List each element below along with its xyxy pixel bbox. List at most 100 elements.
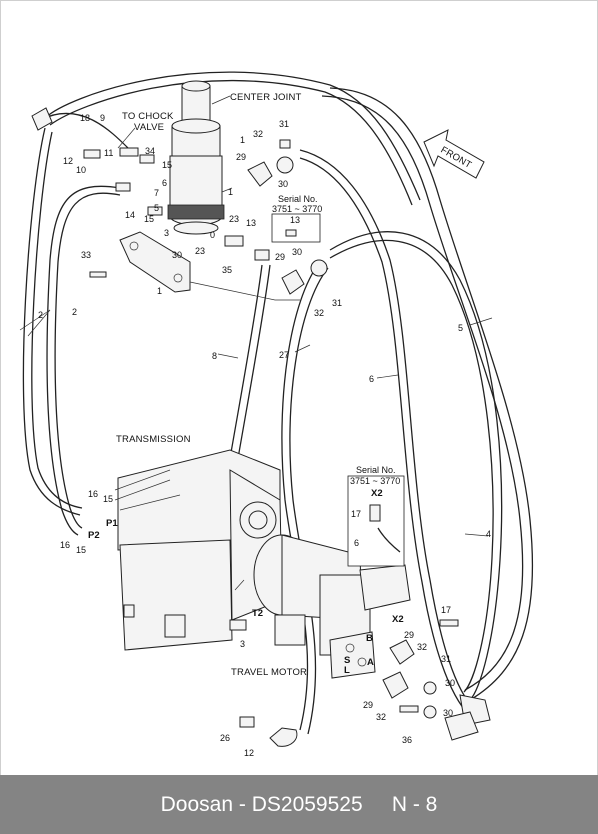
fittings-right xyxy=(224,139,328,295)
callout: 6 xyxy=(162,178,167,188)
serial-box-2 xyxy=(347,475,405,567)
callout: 15 xyxy=(162,160,172,170)
hose-2-inner xyxy=(49,79,413,206)
callout: 13 xyxy=(290,215,300,225)
center-joint-label: CENTER JOINT xyxy=(230,92,302,103)
hydraulic-diagram: CENTER JOINT TO CHOCK VALVE FRONT TRANSM… xyxy=(19,71,534,758)
callout: 31 xyxy=(441,654,451,664)
callout: 32 xyxy=(376,712,386,722)
callout: 14 xyxy=(125,210,135,220)
callout: 13 xyxy=(246,218,256,228)
callout: 3 xyxy=(240,639,245,649)
callout: 12 xyxy=(63,156,73,166)
hose-5-a xyxy=(329,87,534,701)
port-p2: P2 xyxy=(88,530,100,541)
callout: 5 xyxy=(458,323,463,333)
footer-page: N - 8 xyxy=(391,792,438,816)
port-t2: T2 xyxy=(252,608,263,619)
center-joint xyxy=(167,80,225,235)
fittings-lower-right xyxy=(382,619,459,719)
serial-2-range: 3751 ~ 3770 xyxy=(350,476,400,486)
callout: 5 xyxy=(154,203,159,213)
footer-bar: Doosan - DS2059525 N - 8 xyxy=(0,775,598,834)
callout: 4 xyxy=(486,529,491,539)
callout: 27 xyxy=(279,350,289,360)
hose-2-outer xyxy=(44,71,421,201)
footer-brand: Doosan xyxy=(160,792,234,816)
callout: 30 xyxy=(443,708,453,718)
callout: 26 xyxy=(220,733,230,743)
callout: 23 xyxy=(229,214,239,224)
serial-box-1 xyxy=(271,213,321,243)
callouts: 1 1 1 2 2 3 3 4 5 6 6 7 8 9 10 11 12 12 … xyxy=(38,113,491,758)
callout: 3 xyxy=(164,228,169,238)
hose-6-b xyxy=(299,157,471,717)
callout: 8 xyxy=(212,351,217,361)
fittings-left xyxy=(31,107,163,278)
callout: 30 xyxy=(172,250,182,260)
callout: 30 xyxy=(445,678,455,688)
callout: 6 xyxy=(369,374,374,384)
port-x2-top: X2 xyxy=(371,488,383,499)
callout: 7 xyxy=(154,188,159,198)
mount-bracket xyxy=(119,231,191,293)
hose-4-a xyxy=(329,231,503,701)
hose-27-a xyxy=(281,261,321,731)
callout: 35 xyxy=(222,265,232,275)
callout: 32 xyxy=(314,308,324,318)
hose-2-left-c xyxy=(46,185,121,536)
serial-2-label: Serial No. xyxy=(356,465,396,475)
port-p1: P1 xyxy=(106,518,118,529)
port-x2-mid: X2 xyxy=(392,614,404,625)
callout: 15 xyxy=(76,545,86,555)
transmission-label: TRANSMISSION xyxy=(116,434,191,445)
leader-lines xyxy=(19,95,493,591)
fitting-3-bottom xyxy=(229,619,247,631)
callout: 17 xyxy=(441,605,451,615)
callout: 33 xyxy=(81,250,91,260)
callout: 32 xyxy=(417,642,427,652)
callout: 0 xyxy=(210,230,215,240)
callout: 32 xyxy=(253,129,263,139)
footer-dash: - xyxy=(238,792,246,816)
callout: 9 xyxy=(100,113,105,123)
callout: 16 xyxy=(88,489,98,499)
callout: 34 xyxy=(145,146,155,156)
callout: 12 xyxy=(244,748,254,758)
port-s: S xyxy=(344,655,350,666)
port-a: A xyxy=(367,657,374,668)
travel-motor-label: TRAVEL MOTOR xyxy=(231,667,307,678)
port-b: B xyxy=(366,633,373,644)
elbow-right-2 xyxy=(444,711,479,741)
callout: 29 xyxy=(404,630,414,640)
hose-2-left-b xyxy=(31,131,83,509)
callout: 23 xyxy=(195,246,205,256)
callout: 10 xyxy=(76,165,86,175)
callout: 29 xyxy=(275,252,285,262)
hose-4-b xyxy=(329,239,494,693)
to-chock-label-1: TO CHOCK xyxy=(122,111,174,122)
callout: 11 xyxy=(104,148,113,158)
footer-code: DS2059525 xyxy=(251,792,363,816)
callout: 29 xyxy=(236,152,246,162)
callout: 15 xyxy=(103,494,113,504)
hose-chock xyxy=(39,112,131,151)
callout: 2 xyxy=(38,310,43,320)
callout: 31 xyxy=(332,298,342,308)
callout: 18 xyxy=(80,113,90,123)
hose-27-b xyxy=(289,267,329,735)
transmission xyxy=(114,449,283,651)
hose-5-b xyxy=(321,95,524,691)
callout: 16 xyxy=(60,540,70,550)
callout: 36 xyxy=(402,735,412,745)
front-arrow xyxy=(423,129,485,179)
callout: 31 xyxy=(279,119,289,129)
callout: 6 xyxy=(354,538,359,548)
callout: 1 xyxy=(157,286,162,296)
callout: 30 xyxy=(278,179,288,189)
callout: 1 xyxy=(228,187,233,197)
hose-2-left-d xyxy=(54,192,121,529)
elbow-bottom xyxy=(269,727,298,747)
footer-text: Doosan - DS2059525 N - 8 xyxy=(161,793,438,817)
serial-1-range: 3751 ~ 3770 xyxy=(272,204,322,214)
